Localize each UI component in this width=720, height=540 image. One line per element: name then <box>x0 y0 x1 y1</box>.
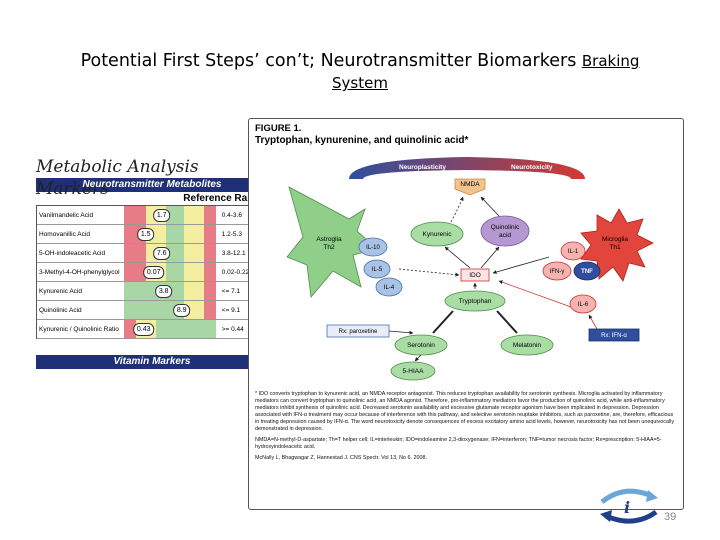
value-marker: 7.6 <box>152 247 171 260</box>
pathway-arrows <box>388 196 598 362</box>
reference-value: >= 0.44 <box>221 325 244 333</box>
il4-label: IL-4 <box>384 285 395 291</box>
table-row: Vanilmandelic Acid 1.7 0.4-3.6 <box>37 206 267 225</box>
neuroplasticity-label: Neuroplasticity <box>399 164 446 171</box>
range-bands: 0.07 <box>123 263 216 281</box>
kynurenic-node <box>410 221 464 247</box>
value-marker: 3.8 <box>154 285 173 298</box>
range-bands: 8.9 <box>123 301 216 319</box>
slide-title-main: Potential First Steps’ con’t; Neurotrans… <box>80 51 582 71</box>
value-marker: 1.5 <box>136 228 155 241</box>
reference-value: <= 7.1 <box>221 287 241 295</box>
serotonin-label: Serotonin <box>407 342 435 349</box>
metabolic-title: Metabolic Analysis Markers <box>36 157 199 199</box>
metabolic-analysis-panel: Metabolic Analysis Markers Neurotransmit… <box>36 156 268 369</box>
range-bands: 7.6 <box>123 244 216 262</box>
range-bands: 1.7 <box>123 206 216 224</box>
vitamin-markers-header: Vitamin Markers <box>36 355 268 369</box>
nmda-label: NMDA <box>460 181 480 188</box>
neuro-arc <box>349 157 585 179</box>
rx-ifn-label: Rx: IFN-α <box>601 333 627 339</box>
reference-value: 0.4-3.6 <box>221 211 242 219</box>
figure-title: Tryptophan, kynurenine, and quinolinic a… <box>255 135 469 146</box>
metabolite-name: Kynurenic Acid <box>39 287 82 295</box>
slide-title-underlined-2: System <box>332 74 388 92</box>
ido-label: IDO <box>469 272 481 279</box>
metabolite-name: Quinolinic Acid <box>39 306 82 314</box>
microglia-label: Microglia <box>602 236 628 243</box>
ifn-gamma-node <box>542 261 572 281</box>
metabolite-name: Homovanillic Acid <box>39 230 90 238</box>
range-bands: 3.8 <box>123 282 216 300</box>
table-row: Quinolinic Acid 8.9 <= 9.1 <box>37 301 267 320</box>
figure-notes: * IDO converts tryptophan to kynurenic a… <box>255 391 677 466</box>
il6-node <box>569 294 597 314</box>
melatonin-node <box>500 334 554 356</box>
metabolite-name: Kynurenic / Quinolinic Ratio <box>39 325 119 333</box>
metabolite-name: Vanilmandelic Acid <box>39 211 94 219</box>
cycle-info-icon: i <box>600 488 658 524</box>
tryptophan-label: Tryptophan <box>459 298 492 305</box>
range-bands: 0.43 <box>123 320 216 338</box>
rx-ifn-box <box>588 328 640 342</box>
table-row: Homovanillic Acid 1.5 1.2-5.3 <box>37 225 267 244</box>
il1-label: IL-1 <box>568 249 579 255</box>
value-marker: 1.7 <box>152 209 171 222</box>
il4-node <box>375 277 403 297</box>
il5-node <box>363 259 391 279</box>
reference-value: 1.2-5.3 <box>221 230 242 238</box>
value-marker: 0.07 <box>142 266 165 279</box>
reference-value: <= 9.1 <box>221 306 241 314</box>
ido-node <box>460 268 490 282</box>
table-row: Kynurenic / Quinolinic Ratio 0.43 >= 0.4… <box>37 320 267 339</box>
melatonin-label: Melatonin <box>513 342 542 349</box>
tryptophan-node <box>444 290 506 312</box>
svg-text:i: i <box>624 498 630 517</box>
tnf-node <box>573 261 601 281</box>
hiaa-label: 5-HIAA <box>403 368 425 375</box>
reference-value: 3.8-12.1 <box>221 249 246 257</box>
astroglia-label: Astroglia <box>316 236 342 243</box>
il5-label: IL-5 <box>372 267 383 273</box>
reference-value: 0.02-0.22 <box>221 268 250 276</box>
il10-label: IL-10 <box>366 245 380 251</box>
astroglia-sublabel: Th2 <box>323 244 335 251</box>
figure-label: FIGURE 1. <box>255 123 302 134</box>
quinolinic-label: Quinolinic <box>491 224 520 231</box>
pathway-diagram: Neuroplasticity Neurotoxicity NMDA Astro… <box>286 157 654 381</box>
microglia-cell <box>580 208 654 282</box>
figure-citation: McNally L, Bhagwagar Z, Hannestad J. CNS… <box>255 455 427 461</box>
neurotoxicity-label: Neurotoxicity <box>511 164 553 171</box>
figure-abbreviations: NMDA=N-methyl-D-aspartate; Th=T helper c… <box>255 437 662 450</box>
figure-caption: * IDO converts tryptophan to kynurenic a… <box>255 391 675 432</box>
metabolite-name: 3-Methyl-4-OH-phenylglycol <box>39 268 120 276</box>
il1-node <box>560 241 586 261</box>
astroglia-cell <box>286 186 378 298</box>
ifn-gamma-label: IFN-γ <box>550 269 565 275</box>
kynurenic-label: Kynurenic <box>423 231 453 238</box>
page-number: 39 <box>664 511 677 523</box>
rx-paroxetine-label: Rx: paroxetine <box>339 329 378 335</box>
tnf-label: TNF <box>581 269 593 275</box>
value-marker: 8.9 <box>172 304 191 317</box>
il10-node <box>358 237 388 257</box>
neurotransmitter-header: Neurotransmitter Metabolites <box>36 178 268 192</box>
table-row: 3-Methyl-4-OH-phenylglycol 0.07 0.02-0.2… <box>37 263 267 282</box>
figure-panel: Neuroplasticity Neurotoxicity NMDA Astro… <box>248 118 684 510</box>
il6-label: IL-6 <box>578 302 589 308</box>
slide-title-underlined-1: Braking <box>581 52 640 70</box>
nmda-node <box>454 178 486 196</box>
table-row: Kynurenic Acid 3.8 <= 7.1 <box>37 282 267 301</box>
quinolinic-sublabel: acid <box>499 232 511 239</box>
value-marker: 0.43 <box>132 323 155 336</box>
range-bands: 1.5 <box>123 225 216 243</box>
microglia-sublabel: Th1 <box>609 244 621 251</box>
metabolite-name: 5-OH-indoleacetic Acid <box>39 249 106 257</box>
table-row: 5-OH-indoleacetic Acid 7.6 3.8-12.1 <box>37 244 267 263</box>
reference-range-header: Reference Range <box>183 193 265 204</box>
metabolite-table: Vanilmandelic Acid 1.7 0.4-3.6 Homovanil… <box>36 205 268 339</box>
slide-title: Potential First Steps’ con’t; Neurotrans… <box>20 50 700 94</box>
hiaa-node <box>390 361 436 381</box>
quinolinic-node <box>480 215 530 247</box>
